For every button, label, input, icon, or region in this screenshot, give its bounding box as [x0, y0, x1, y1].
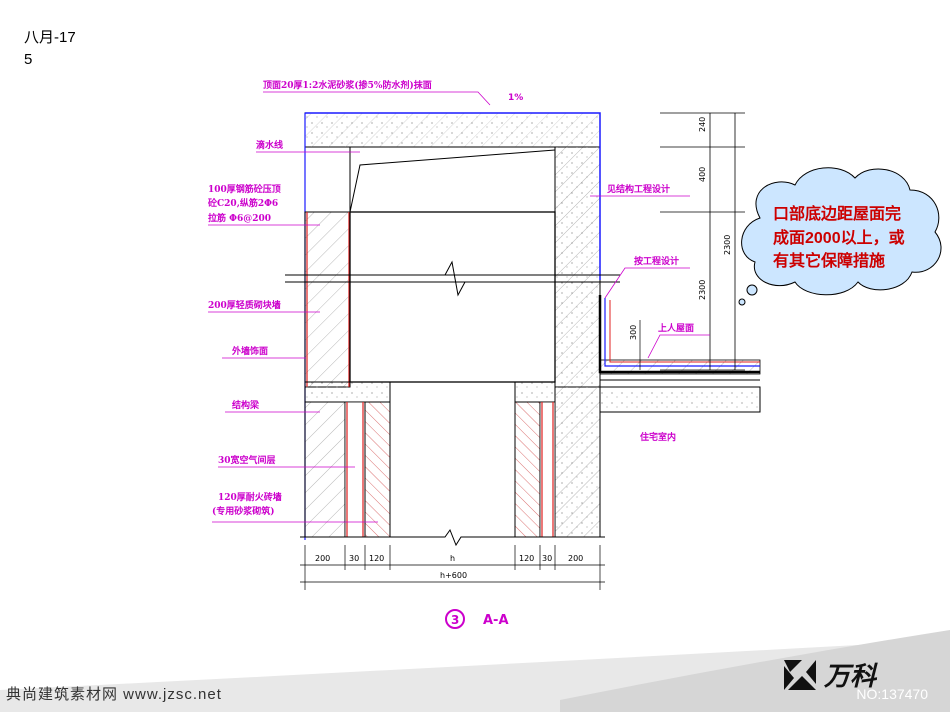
- note-indoor: 住宅室内: [640, 431, 676, 443]
- note-beam: 结构梁: [232, 399, 260, 411]
- lower-left-wall: [304, 401, 346, 538]
- note-fire-wall-1: 120厚耐火砖墙: [218, 491, 282, 503]
- dim-2300b: 2300: [698, 280, 707, 300]
- footer-swoosh-dark: [560, 630, 950, 712]
- footer-number: NO:137470: [856, 686, 928, 702]
- dim-bottom-120-right: 120: [519, 554, 534, 563]
- vanke-logo-text: 万科: [824, 662, 877, 692]
- air-gap-left: [344, 401, 366, 538]
- fire-brick-right: [514, 401, 541, 538]
- callout-line-1: 口部底边距屋面完: [773, 204, 901, 223]
- beam-right: [514, 381, 556, 403]
- vanke-logo: 万科: [782, 656, 876, 693]
- note-exterior-finish: 外墙饰面: [231, 345, 268, 357]
- vent-opening: [349, 211, 556, 383]
- slide-page-number: 5: [24, 51, 33, 68]
- callout-line-2: 成面2000以上，或: [773, 228, 905, 247]
- note-air-gap: 30宽空气间层: [218, 454, 276, 466]
- note-fire-wall-2: (专用砂浆砌筑): [212, 505, 275, 517]
- note-lintel-2: 砼C20,纵筋2Φ6: [208, 197, 278, 209]
- dim-bottom-30-left: 30: [349, 554, 359, 563]
- beam-left: [304, 381, 391, 403]
- fire-brick-left: [364, 401, 391, 538]
- dim-300: 300: [629, 325, 638, 340]
- callout-cloud: [738, 167, 942, 306]
- lintel: [349, 146, 556, 213]
- footer-watermark: 典尚建筑素材网 www.jzsc.net: [6, 686, 222, 703]
- dim-bottom-30-right: 30: [542, 554, 552, 563]
- dim-400: 400: [698, 167, 707, 182]
- note-lintel-3: 拉筋 Φ6@200: [208, 212, 271, 224]
- note-roof-top: 顶面20厚1:2水泥砂浆(掺5%防水剂)抹面: [263, 79, 432, 91]
- slope-label: 1%: [508, 93, 523, 103]
- slide-date: 八月-17: [24, 29, 76, 46]
- callout-line-3: 有其它保障措施: [773, 251, 885, 270]
- dim-bottom-200-left: 200: [315, 554, 330, 563]
- dim-bottom-200-right: 200: [568, 554, 583, 563]
- section-circle: [445, 609, 465, 629]
- dim-bottom-h: h: [450, 554, 455, 563]
- section-number: 3: [451, 613, 459, 627]
- left-block-wall: [304, 211, 351, 388]
- vanke-logo-icon: [784, 659, 816, 690]
- note-block-wall: 200厚轻质砌块墙: [208, 299, 281, 311]
- note-waterproof: 按工程设计: [634, 255, 679, 267]
- note-struct-design: 见结构工程设计: [607, 183, 670, 195]
- dim-bottom-120-left: 120: [369, 554, 384, 563]
- dim-total: h+600: [440, 571, 467, 580]
- dim-240: 240: [698, 117, 707, 132]
- dim-2300: 2300: [723, 235, 732, 255]
- note-drip: 滴水线: [256, 139, 283, 151]
- roof-slab-right: [599, 386, 761, 413]
- section-name: A-A: [483, 613, 509, 628]
- note-upper-roof: 上人屋面: [658, 322, 694, 334]
- note-lintel-1: 100厚钢筋砼压顶: [208, 183, 281, 195]
